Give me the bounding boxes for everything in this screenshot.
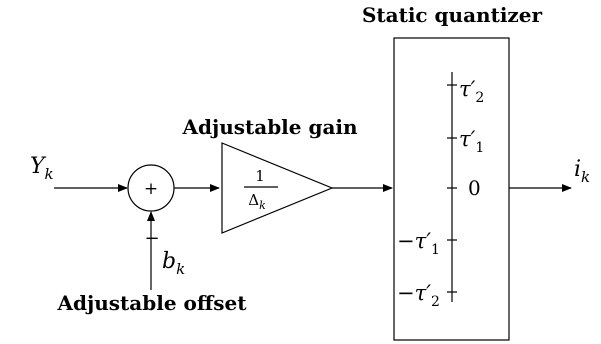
quantizer-box <box>393 37 510 341</box>
summer-plus-sign: + <box>144 179 158 199</box>
summer-minus-sign: − <box>144 228 159 249</box>
tick-label-tau2-negative: −τ′2 <box>397 281 440 310</box>
tick-label-tau1-negative: −τ′1 <box>397 229 440 258</box>
adjustable-gain-label: Adjustable gain <box>181 115 358 139</box>
gain-numerator: 1 <box>255 167 265 185</box>
static-quantizer-label: Static quantizer <box>362 3 543 27</box>
tick-label-tau1-positive: τ′1 <box>459 127 484 156</box>
tick-label-tau2-positive: τ′2 <box>459 77 484 106</box>
input-signal-label: Yk <box>30 154 54 183</box>
gain-denominator: Δk <box>248 191 266 212</box>
adjustable-offset-label: Adjustable offset <box>57 291 248 315</box>
gain-amplifier-triangle <box>221 142 334 234</box>
tick-label-zero: 0 <box>468 176 481 200</box>
offset-signal-label: bk <box>162 249 185 278</box>
output-signal-label: ik <box>574 157 590 186</box>
